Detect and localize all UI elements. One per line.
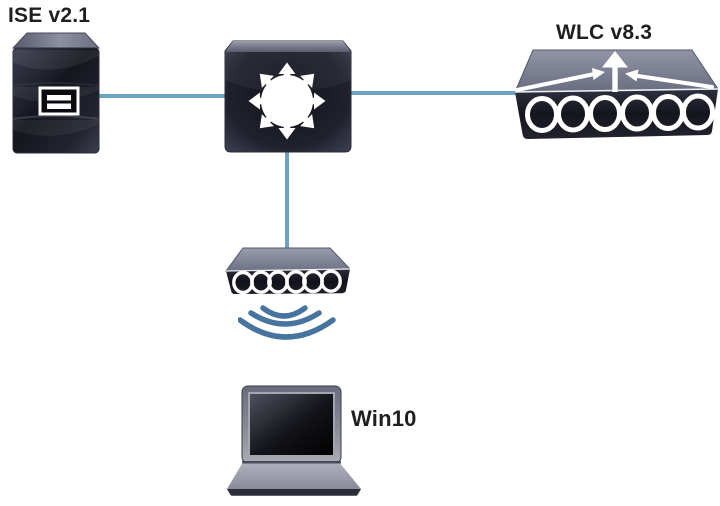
wlc-node-label: WLC v8.3 — [556, 21, 653, 44]
eight-direction-arrows-icon — [248, 62, 326, 140]
layer3-switch-icon — [224, 40, 352, 153]
ise-node-label: ISE v2.1 — [8, 4, 91, 27]
server-front-panel-icon — [38, 86, 80, 116]
switch-coil-icon — [224, 247, 350, 295]
link-core-access — [285, 150, 289, 250]
link-core-wlc — [348, 91, 516, 95]
link-ise-core — [97, 94, 228, 98]
server-icon — [12, 32, 100, 154]
laptop-icon — [227, 385, 361, 496]
wireless-waves-icon — [238, 305, 336, 340]
laptop-screen — [248, 392, 335, 457]
coil-rings-icon — [525, 93, 715, 133]
laptop-base — [227, 462, 361, 489]
win10-node-label: Win10 — [351, 406, 417, 431]
coil-rings-icon — [232, 269, 342, 295]
wlc-icon — [514, 49, 718, 139]
convergence-arrows-icon — [515, 51, 714, 92]
